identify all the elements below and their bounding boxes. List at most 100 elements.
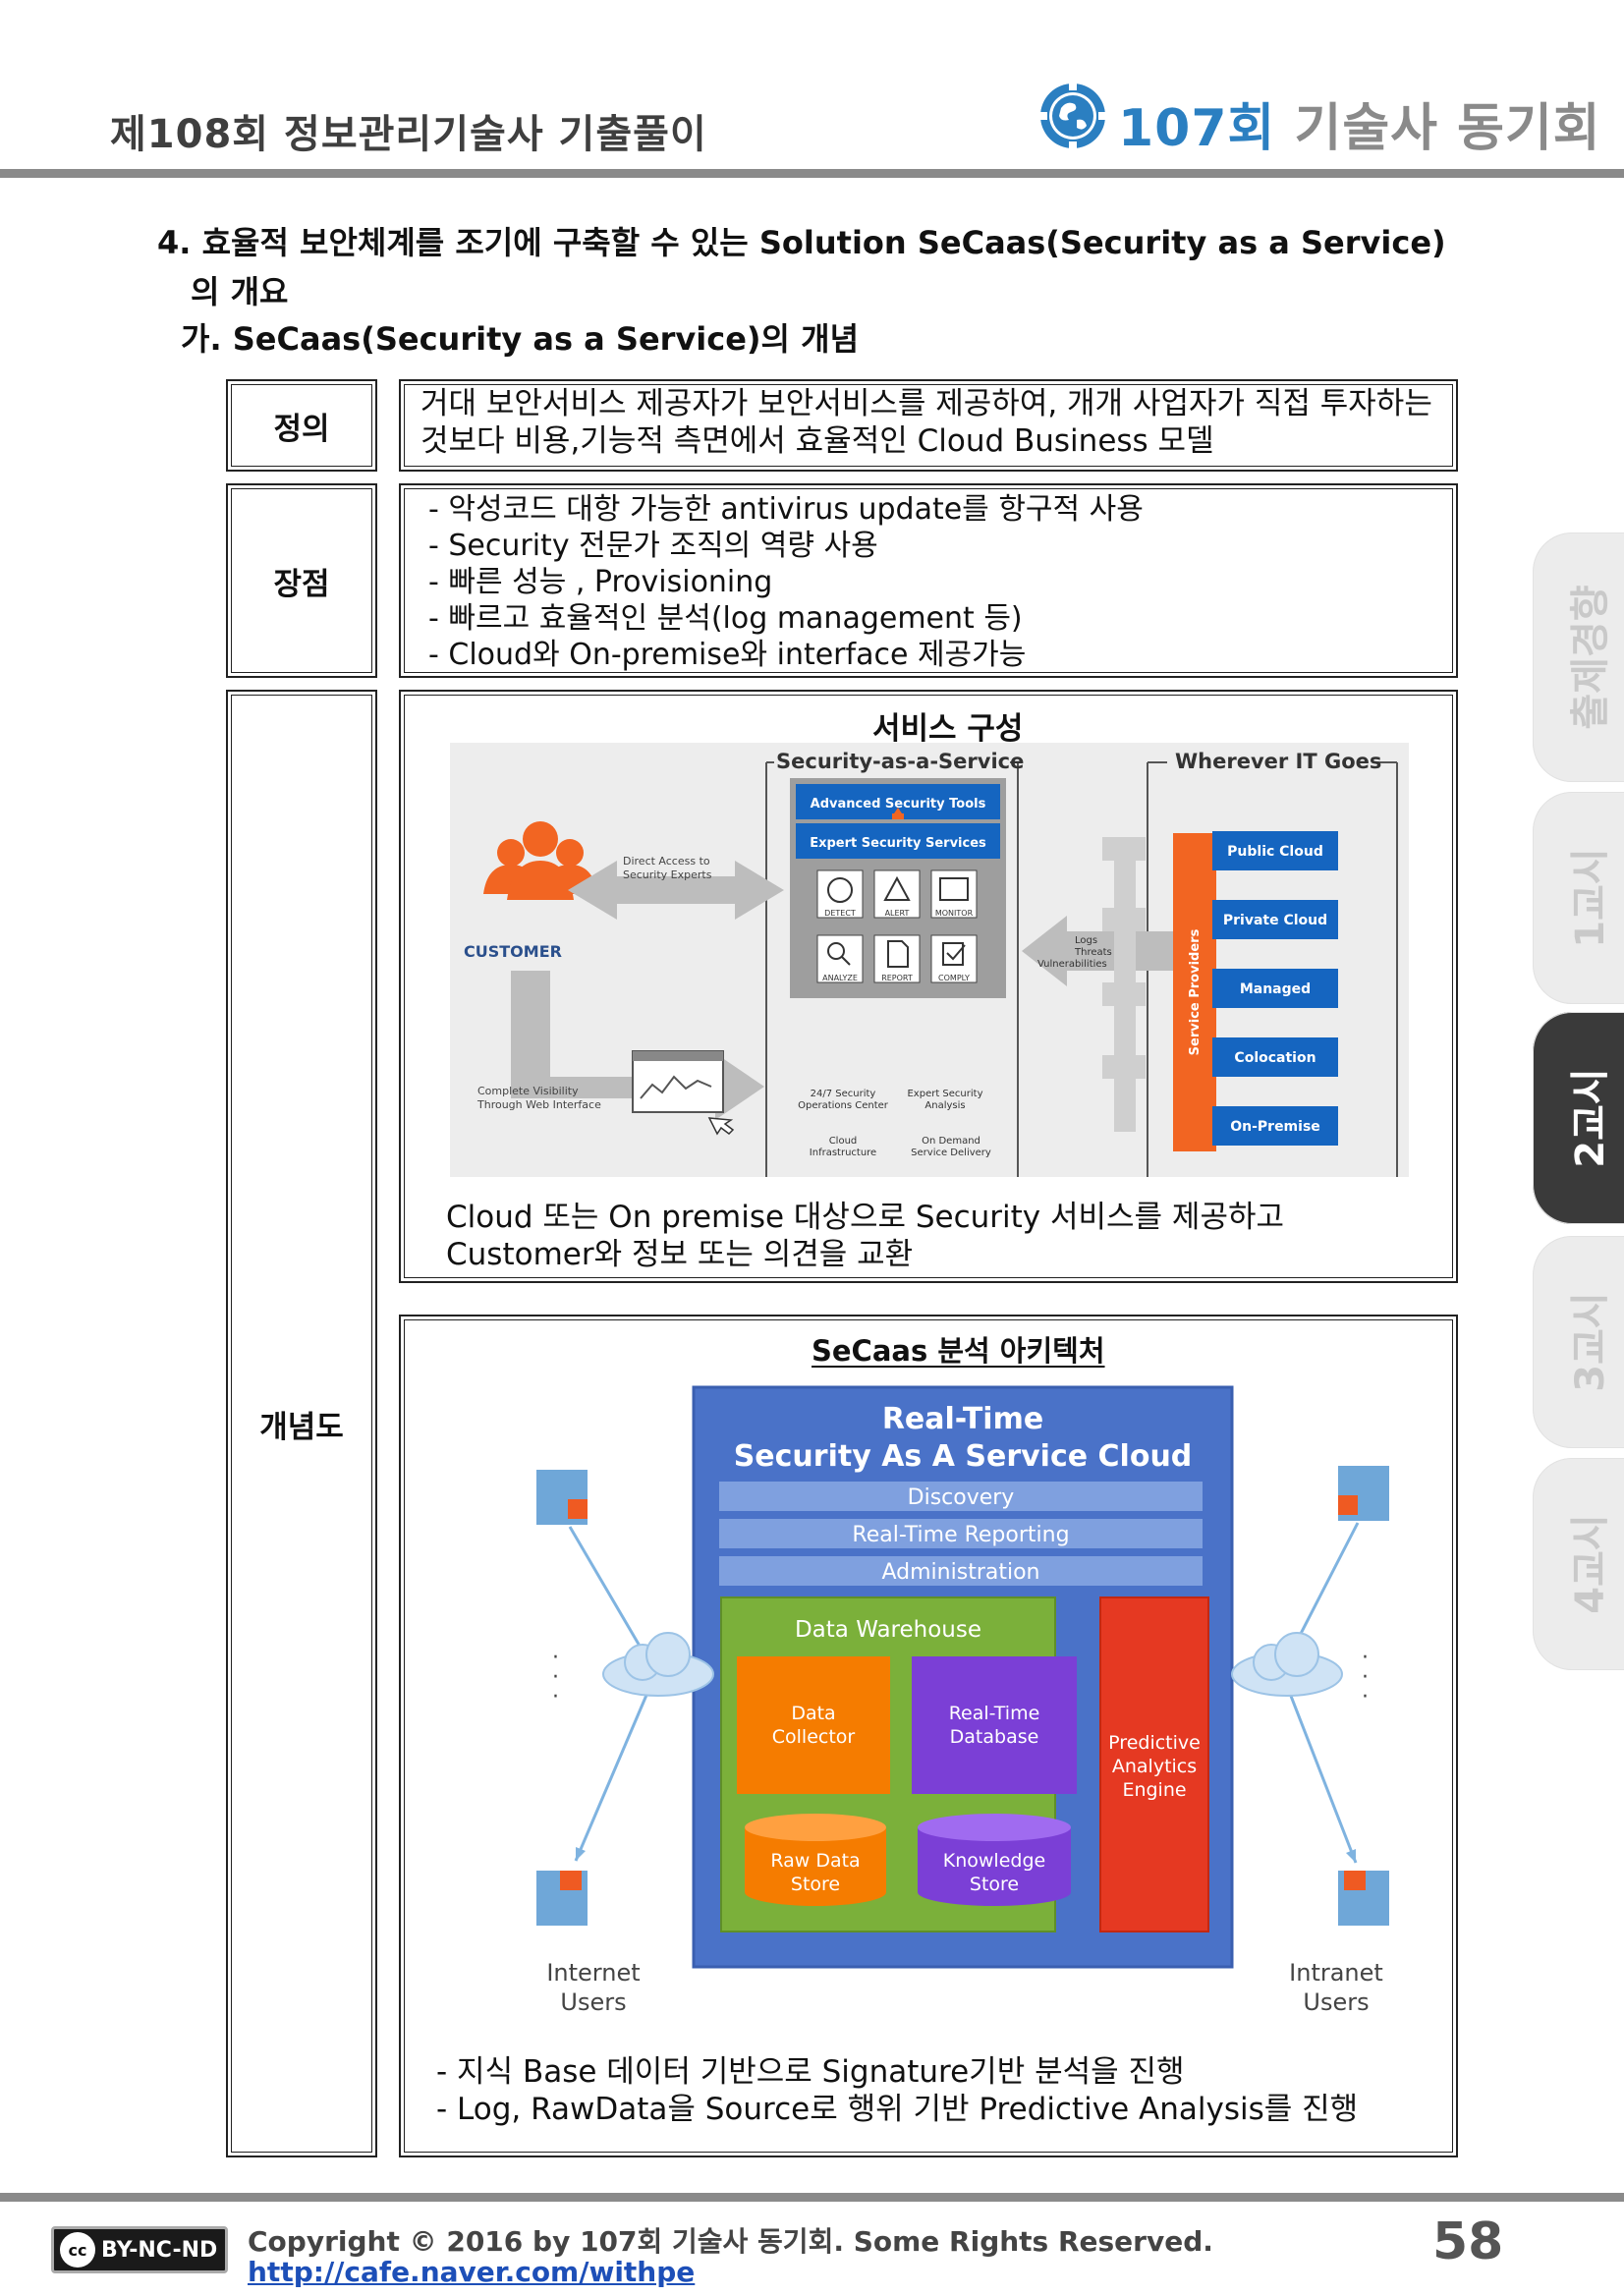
analyze-icon <box>827 942 845 960</box>
customer-group-icon <box>483 821 597 900</box>
raw-store-line-1: Raw Data <box>770 1850 860 1872</box>
ellipsis-dots: · <box>552 1665 559 1690</box>
monitor-icon <box>939 877 969 901</box>
tab-exam-trends[interactable]: 출제경향 <box>1533 532 1624 782</box>
brand-number: 107회 <box>1118 99 1276 158</box>
report-label: REPORT <box>881 974 913 982</box>
definition-text: 거대 보안서비스 제공자가 보안서비스를 제공하여, 개개 사업자가 직접 투자… <box>420 386 1432 459</box>
section-heading: 가. SeCaas(Security as a Service)의 개념 <box>181 320 860 358</box>
advantage-item: Security 전문가 조직의 역량 사용 <box>428 528 1144 564</box>
ellipsis-dots: · <box>552 1685 559 1709</box>
monitor-label: MONITOR <box>935 909 974 918</box>
tab-period-2[interactable]: 2교시 <box>1533 1012 1624 1224</box>
tab-label: 3교시 <box>1568 1292 1613 1392</box>
service-diagram-box <box>399 690 1458 1283</box>
cloud-title-line-1: Real-Time <box>882 1402 1043 1436</box>
predictive-line-1: Predictive <box>1108 1732 1201 1754</box>
analyze-label: ANALYZE <box>822 974 858 982</box>
cc-license-badge: cc BY-NC-ND <box>51 2226 228 2273</box>
definition-box <box>399 379 1458 472</box>
architecture-diagram-title: SeCaas 분석 아키텍처 <box>812 1334 1105 1368</box>
ellipsis-dots: · <box>1362 1685 1369 1709</box>
header-divider <box>0 169 1624 178</box>
target-colocation <box>1212 1037 1338 1077</box>
tab-label: 출제경향 <box>1568 585 1613 730</box>
direct-access-line-1: Direct Access to <box>623 855 710 868</box>
internet-users-line-1: Internet <box>546 1959 640 1987</box>
intranet-cloud-icon <box>1231 1632 1343 1697</box>
collector-line-2: Collector <box>772 1726 856 1748</box>
comply-label: COMPLY <box>938 974 970 982</box>
intranet-users-line-1: Intranet <box>1289 1959 1383 1987</box>
security-tools-label: Advanced Security Tools <box>811 797 986 812</box>
advantages-list: 악성코드 대항 가능한 antivirus update를 항구적 사용 Sec… <box>428 491 1144 673</box>
advantage-item: 빠른 성능 , Provisioning <box>428 564 1144 600</box>
question-line-1: 4. 효율적 보안체계를 조기에 구축할 수 있는 Solution SeCaa… <box>157 224 1446 261</box>
visibility-line-1: Complete Visibility <box>477 1085 579 1097</box>
question-line-2: 의 개요 <box>191 273 289 310</box>
target-label: Colocation <box>1234 1050 1316 1066</box>
cc-icon: cc <box>60 2232 95 2268</box>
license-label: BY-NC-ND <box>101 2237 218 2263</box>
intranet-user-node-icon <box>1338 1466 1389 1521</box>
tab-period-4[interactable]: 4교시 <box>1533 1458 1624 1670</box>
predictive-engine-block <box>1099 1596 1209 1932</box>
cafe-link[interactable]: http://cafe.naver.com/withpe <box>248 2256 696 2288</box>
knowledge-store-line-2: Store <box>970 1874 1019 1895</box>
secaas-analysis-architecture-diagram: Real-Time Security As A Service Cloud Di… <box>536 1385 1389 2016</box>
architecture-caption-item: 지식 Base 데이터 기반으로 Signature기반 분석을 진행 <box>436 2053 1358 2091</box>
raw-store-line-2: Store <box>791 1874 840 1895</box>
question-heading: 4. 효율적 보안체계를 조기에 구축할 수 있는 Solution SeCaa… <box>157 218 1493 316</box>
internet-cloud-icon <box>602 1632 714 1697</box>
cloud-infra-line-1: Cloud <box>829 1136 858 1147</box>
architecture-diagram-box <box>399 1315 1458 2157</box>
realtime-database-block <box>912 1656 1077 1794</box>
advantage-item: 빠르고 효율적인 분석(log management 등) <box>428 600 1144 637</box>
alert-label: ALERT <box>885 909 910 918</box>
expert-analysis-line-2: Analysis <box>924 1100 965 1111</box>
internet-user-node-icon <box>536 1470 588 1525</box>
logs-line-3: Vulnerabilities <box>1037 959 1107 970</box>
target-managed <box>1212 969 1338 1008</box>
predictive-line-2: Analytics <box>1112 1756 1197 1777</box>
footer-divider <box>0 2193 1624 2202</box>
globe-gear-logo-icon <box>1037 81 1108 151</box>
advantages-label: 장점 <box>226 483 377 678</box>
web-interface-icon <box>632 1050 735 1136</box>
comply-icon <box>942 942 966 966</box>
raw-data-store-cylinder <box>745 1814 886 1906</box>
architecture-captions: 지식 Base 데이터 기반으로 Signature기반 분석을 진행 Log,… <box>436 2053 1358 2128</box>
ellipsis-dots: · <box>1362 1646 1369 1670</box>
cloud-title-line-2: Security As A Service Cloud <box>734 1439 1193 1474</box>
cloud-infra-line-2: Infrastructure <box>810 1148 876 1158</box>
tab-period-1[interactable]: 1교시 <box>1533 792 1624 1004</box>
service-providers-label: Service Providers <box>1188 928 1203 1055</box>
target-private-cloud <box>1212 900 1338 939</box>
ellipsis-dots: · <box>552 1646 559 1670</box>
tab-label: 4교시 <box>1568 1514 1613 1614</box>
security-services-label: Expert Security Services <box>810 836 986 851</box>
architecture-caption-item: Log, RawData을 Source로 행위 기반 Predictive A… <box>436 2091 1358 2128</box>
predictive-line-3: Engine <box>1122 1779 1186 1801</box>
soc-line-1: 24/7 Security <box>811 1089 876 1099</box>
direct-access-line-2: Security Experts <box>623 868 712 881</box>
internet-users-line-2: Users <box>560 1988 626 2016</box>
target-label: Managed <box>1240 981 1311 997</box>
knowledge-store-cylinder <box>918 1814 1071 1906</box>
customer-label: CUSTOMER <box>464 942 562 961</box>
target-public-cloud <box>1212 831 1338 870</box>
detect-label: DETECT <box>824 909 856 918</box>
security-as-a-service-diagram: Security-as-a-Service Wherever IT Goes C… <box>450 743 1409 1177</box>
brand-name: 107회 기술사 동기회 <box>1118 86 1601 160</box>
copyright-text: Copyright © 2016 by 107회 기술사 동기회. Some R… <box>248 2225 1213 2258</box>
target-label: On-Premise <box>1230 1119 1320 1135</box>
document-header-title: 제108회 정보관리기술사 기출풀이 <box>110 112 707 157</box>
soc-line-2: Operations Center <box>798 1100 889 1111</box>
target-label: Private Cloud <box>1223 913 1327 928</box>
logs-line-2: Threats <box>1074 947 1112 958</box>
target-label: Public Cloud <box>1227 844 1323 860</box>
expert-analysis-line-1: Expert Security <box>907 1089 982 1099</box>
internet-user-node-icon <box>536 1871 588 1926</box>
tab-period-3[interactable]: 3교시 <box>1533 1236 1624 1448</box>
collector-line-1: Data <box>791 1703 835 1724</box>
